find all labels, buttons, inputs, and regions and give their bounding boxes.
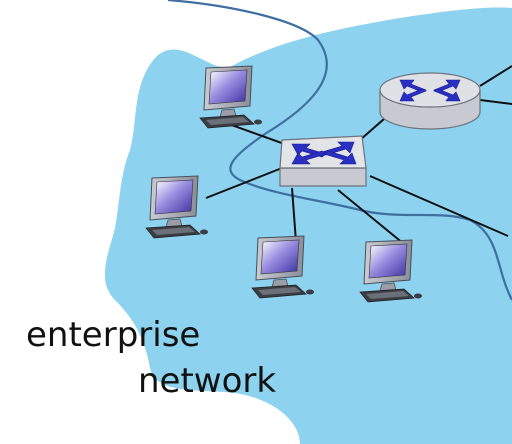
diagram-label-line-2: network: [138, 361, 277, 401]
router-icon: [379, 72, 481, 130]
switch-icon: [279, 135, 367, 187]
network-links: [205, 65, 512, 245]
diagram-label-line-1: enterprise: [26, 315, 201, 355]
